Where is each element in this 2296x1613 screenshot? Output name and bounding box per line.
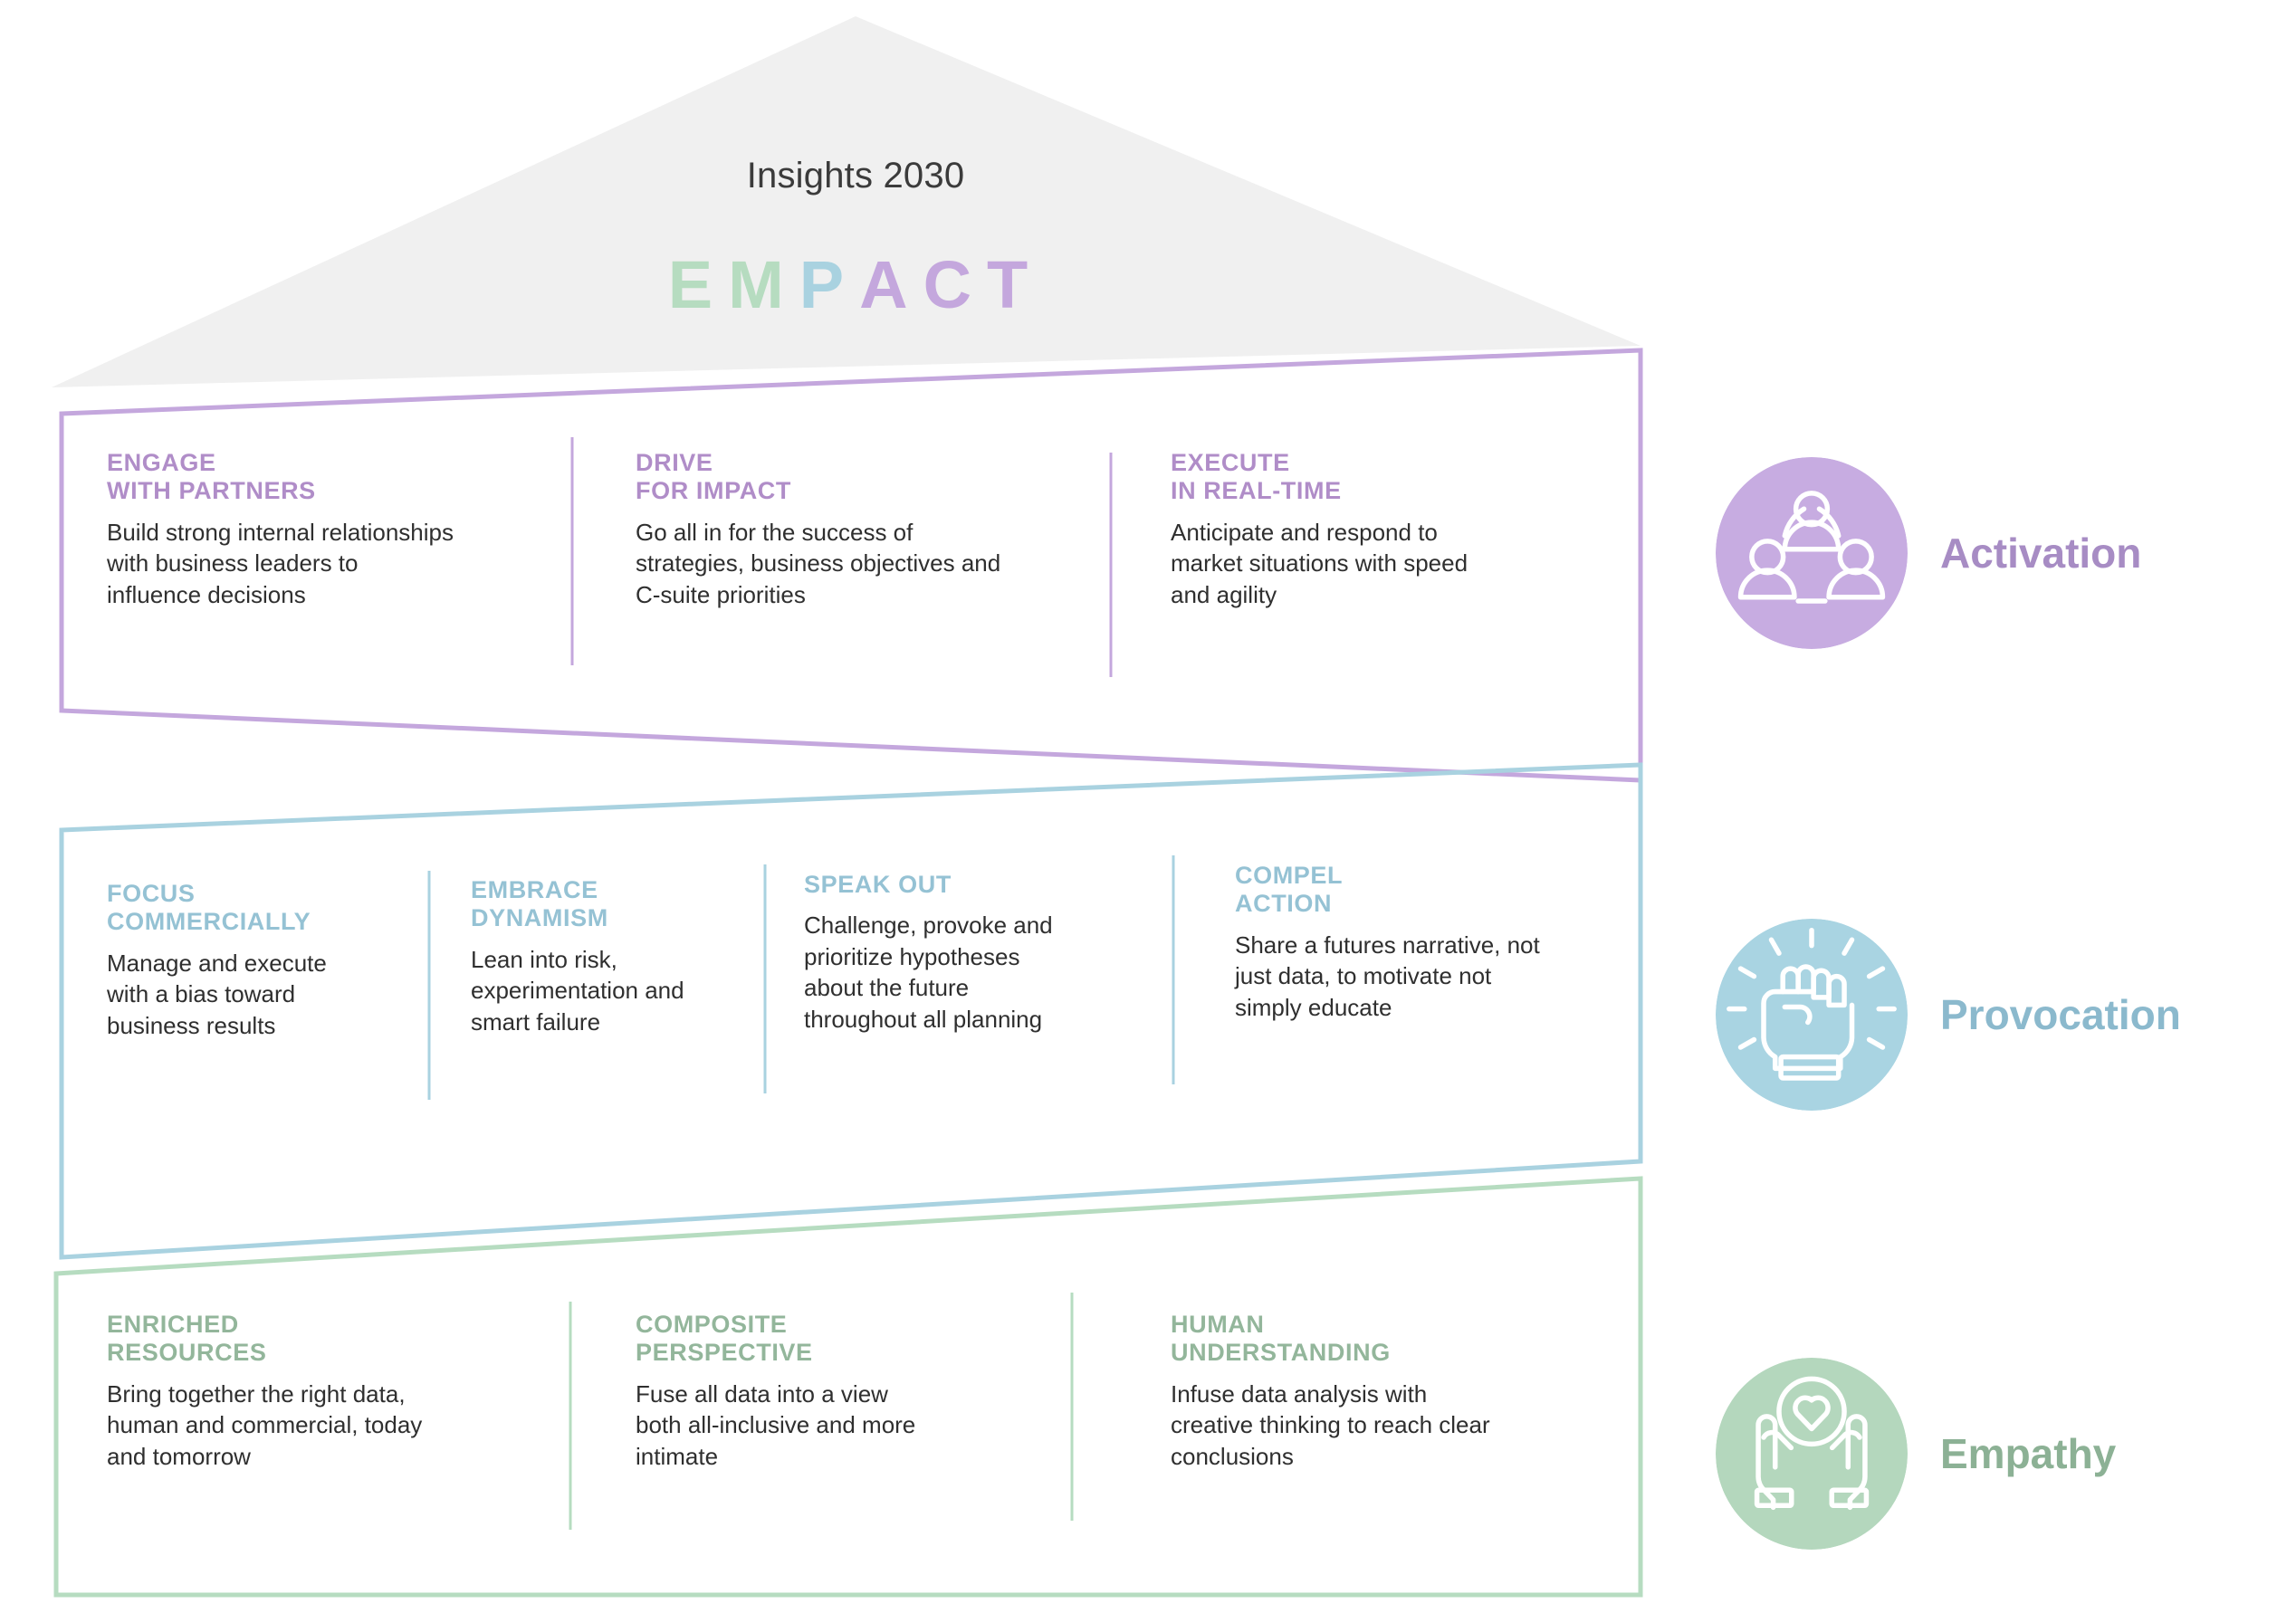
legend-label-activation: Activation — [1940, 530, 2142, 577]
legend-label-empathy: Empathy — [1940, 1430, 2117, 1477]
card-body: Manage and execute with a bias toward bu… — [107, 949, 327, 1039]
acronym-letter-t: T — [987, 247, 1044, 322]
card-enriched-resources: ENRICHED RESOURCES Bring together the ri… — [107, 1311, 541, 1472]
raised-fist-icon — [1716, 919, 1908, 1111]
card-heading: ENGAGE WITH PARTNERS — [107, 449, 316, 505]
acronym-letter-p: P — [799, 247, 860, 322]
card-heading: HUMAN UNDERSTANDING — [1171, 1311, 1391, 1367]
empact-acronym: EMPACT — [0, 246, 1711, 323]
card-body: Share a futures narrative, not just data… — [1235, 931, 1540, 1021]
legend-provocation: Provocation — [1716, 919, 2181, 1111]
card-focus-commercially: FOCUS COMMERCIALLY Manage and execute wi… — [107, 880, 424, 1041]
card-heading: COMPEL ACTION — [1235, 862, 1344, 918]
card-human-understanding: HUMAN UNDERSTANDING Infuse data analysis… — [1171, 1311, 1596, 1472]
card-body: Go all in for the success of strategies,… — [636, 518, 1001, 608]
hands-holding-heart-icon — [1716, 1358, 1908, 1550]
acronym-letter-a: A — [859, 247, 923, 322]
roof-triangle — [52, 16, 1641, 387]
legend-empathy: Empathy — [1716, 1358, 2116, 1550]
card-body: Fuse all data into a view both all-inclu… — [636, 1379, 916, 1470]
card-drive-for-impact: DRIVE FOR IMPACT Go all in for the succe… — [636, 449, 1106, 610]
card-heading: EMBRACE DYNAMISM — [471, 876, 608, 932]
card-heading: ENRICHED RESOURCES — [107, 1311, 267, 1367]
card-body: Bring together the right data, human and… — [107, 1379, 423, 1470]
legend-label-provocation: Provocation — [1940, 991, 2181, 1038]
card-speak-out: SPEAK OUT Challenge, provoke and priorit… — [804, 871, 1130, 1036]
card-execute-in-real-time: EXECUTE IN REAL-TIME Anticipate and resp… — [1171, 449, 1623, 610]
people-network-icon — [1716, 457, 1908, 649]
card-heading: SPEAK OUT — [804, 871, 952, 898]
card-heading: FOCUS COMMERCIALLY — [107, 880, 311, 936]
acronym-letter-e: E — [667, 247, 729, 322]
card-body: Infuse data analysis with creative think… — [1171, 1379, 1490, 1470]
card-compel-action: COMPEL ACTION Share a futures narrative,… — [1235, 862, 1624, 1023]
card-body: Build strong internal relationships with… — [107, 518, 454, 608]
card-engage-with-partners: ENGAGE WITH PARTNERS Build strong intern… — [107, 449, 560, 610]
card-body: Lean into risk, experimentation and smar… — [471, 945, 684, 1036]
card-composite-perspective: COMPOSITE PERSPECTIVE Fuse all data into… — [636, 1311, 1061, 1472]
card-body: Anticipate and respond to market situati… — [1171, 518, 1468, 608]
card-body: Challenge, provoke and prioritize hypoth… — [804, 911, 1053, 1034]
card-heading: COMPOSITE PERSPECTIVE — [636, 1311, 813, 1367]
acronym-letter-m: M — [728, 247, 799, 322]
card-heading: EXECUTE IN REAL-TIME — [1171, 449, 1342, 505]
card-embrace-dynamism: EMBRACE DYNAMISM Lean into risk, experim… — [471, 876, 761, 1037]
roof-title: Insights 2030 — [746, 156, 965, 196]
legend-activation: Activation — [1716, 457, 2141, 649]
acronym-letter-c: C — [923, 247, 988, 322]
card-heading: DRIVE FOR IMPACT — [636, 449, 791, 505]
